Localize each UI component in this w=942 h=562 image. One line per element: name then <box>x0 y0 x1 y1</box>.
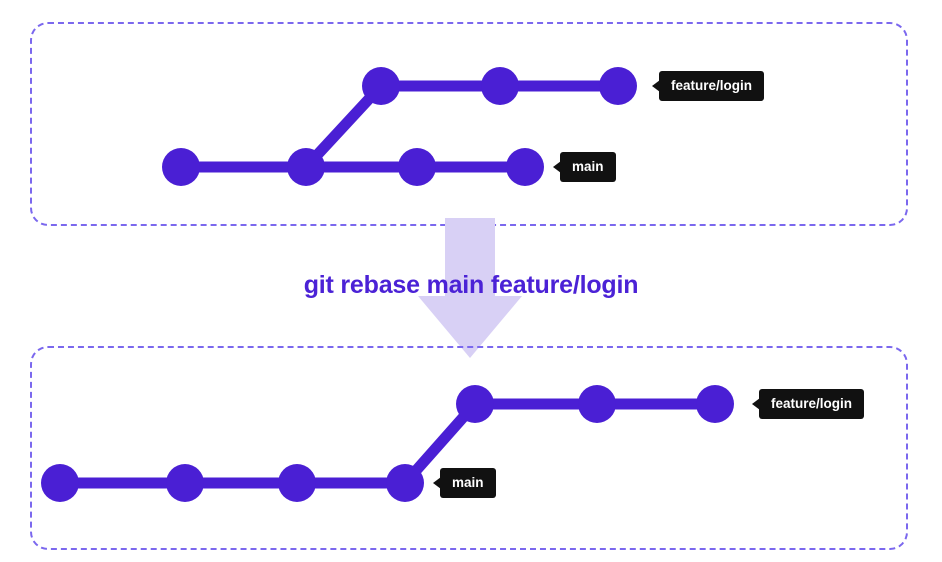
rebase-command-caption: git rebase main feature/login <box>303 271 639 299</box>
branch-tag-label: feature/login <box>759 389 865 419</box>
branch-tag-main-before[interactable]: main <box>553 152 616 182</box>
tag-pointer-icon <box>553 161 561 173</box>
downward-transition-arrow <box>418 218 522 358</box>
branch-tag-feature-login-after[interactable]: feature/login <box>752 389 865 419</box>
branch-tag-label: main <box>440 468 496 498</box>
tag-pointer-icon <box>752 398 760 410</box>
tag-pointer-icon <box>652 80 660 92</box>
branch-tag-label: feature/login <box>659 71 765 101</box>
branch-tag-main-after[interactable]: main <box>433 468 496 498</box>
branch-tag-label: main <box>560 152 616 182</box>
branch-tag-feature-login-before[interactable]: feature/login <box>652 71 765 101</box>
after-rebase-panel <box>30 346 908 550</box>
tag-pointer-icon <box>433 477 441 489</box>
before-rebase-panel <box>30 22 908 226</box>
